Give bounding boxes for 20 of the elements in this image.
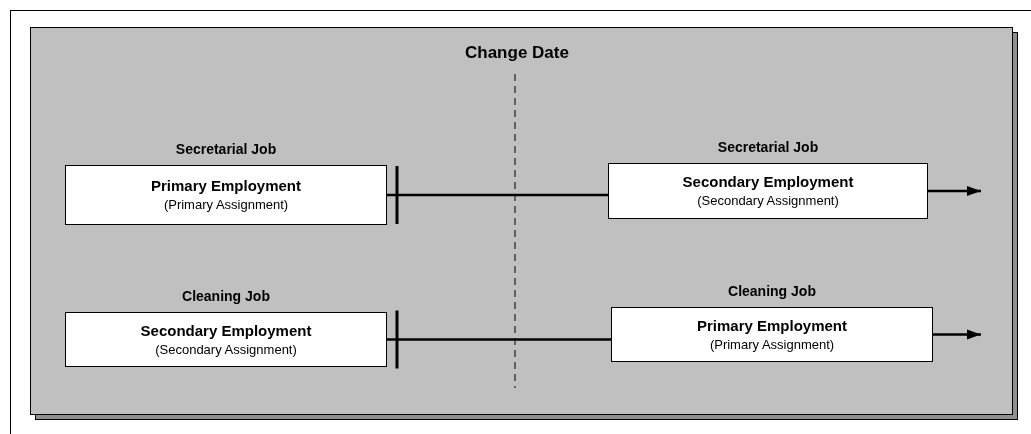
connector-line bbox=[387, 309, 611, 370]
employment-title: Primary Employment bbox=[150, 176, 302, 196]
employment-title: Secondary Employment bbox=[682, 172, 854, 192]
employment-box bbox=[65, 165, 387, 225]
assignment-text: (Primary Assignment) bbox=[709, 335, 835, 354]
assignment-text: (Secondary Assignment) bbox=[155, 340, 297, 359]
employment-title: Secondary Employment bbox=[140, 320, 312, 341]
assignment-text: (Secondary Assignment) bbox=[697, 192, 839, 210]
employment-box bbox=[65, 312, 387, 367]
employment-box bbox=[611, 307, 933, 362]
assignment-text: (Primary Assignment) bbox=[163, 196, 289, 214]
employment-title: Primary Employment bbox=[696, 315, 848, 336]
continuation-arrow bbox=[933, 329, 981, 340]
job-label: Cleaning Job bbox=[181, 287, 271, 306]
connector-line bbox=[387, 164, 608, 226]
job-label: Cleaning Job bbox=[727, 282, 817, 301]
employment-box bbox=[608, 163, 928, 219]
job-label: Secretarial Job bbox=[716, 138, 820, 157]
continuation-arrow bbox=[928, 186, 981, 196]
job-label: Secretarial Job bbox=[174, 140, 278, 159]
